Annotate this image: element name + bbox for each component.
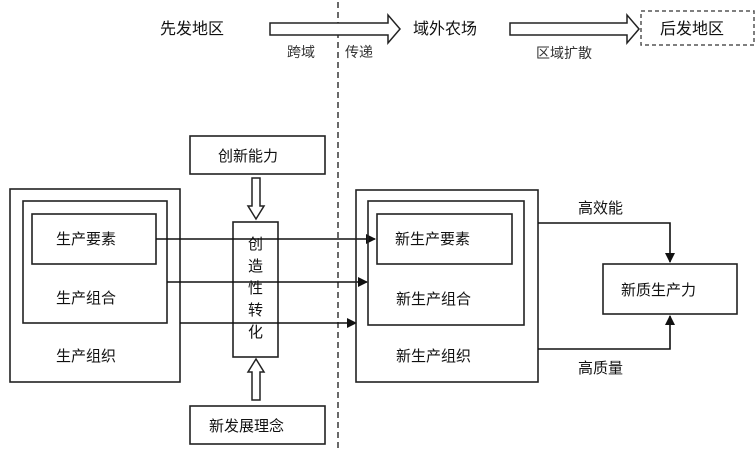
new-production-factors-label: 新生产要素 bbox=[395, 230, 470, 248]
production-combination-label: 生产组合 bbox=[56, 289, 116, 307]
new-production-factors-box bbox=[376, 213, 513, 265]
cross-label-left: 跨域 bbox=[287, 45, 315, 61]
cross-region-transfer-arrow-icon bbox=[269, 12, 401, 46]
down-hollow-arrow-icon bbox=[246, 177, 266, 221]
source-region-label: 先发地区 bbox=[160, 19, 224, 38]
regional-diffusion-arrow-icon bbox=[509, 12, 640, 46]
new-production-organization-box bbox=[355, 189, 539, 383]
new-production-combination-box bbox=[367, 200, 525, 326]
new-quality-productivity-box bbox=[602, 263, 738, 315]
high-efficiency-label: 高效能 bbox=[578, 199, 623, 217]
high-efficiency-arrow bbox=[538, 222, 675, 263]
innovation-capacity-box bbox=[189, 135, 326, 175]
offsite-farm-label: 域外农场 bbox=[413, 19, 477, 38]
char-1: 创 bbox=[248, 235, 263, 253]
creative-transformation-box bbox=[232, 221, 279, 358]
new-production-combination-label: 新生产组合 bbox=[396, 290, 471, 308]
target-region-dashed-box bbox=[640, 10, 755, 46]
high-quality-label: 高质量 bbox=[578, 359, 623, 377]
up-hollow-arrow-icon bbox=[246, 357, 266, 401]
new-development-concept-label: 新发展理念 bbox=[209, 417, 284, 435]
new-quality-productivity-label: 新质生产力 bbox=[621, 281, 696, 299]
char-2: 造 bbox=[248, 257, 263, 275]
creative-transformation-label: 创 造 性 转 化 bbox=[248, 235, 263, 341]
production-organization-label: 生产组织 bbox=[56, 347, 116, 365]
diffusion-label: 区域扩散 bbox=[536, 46, 592, 62]
char-3: 性 bbox=[248, 279, 263, 297]
new-production-organization-label: 新生产组织 bbox=[396, 347, 471, 365]
innovation-capacity-label: 创新能力 bbox=[218, 147, 278, 165]
target-region-label: 后发地区 bbox=[660, 19, 724, 38]
char-5: 化 bbox=[248, 323, 263, 341]
production-factors-label: 生产要素 bbox=[56, 230, 116, 248]
high-quality-arrow bbox=[538, 315, 675, 350]
char-4: 转 bbox=[248, 301, 263, 319]
cross-label-right: 传递 bbox=[345, 45, 373, 61]
new-development-concept-box bbox=[189, 405, 326, 445]
